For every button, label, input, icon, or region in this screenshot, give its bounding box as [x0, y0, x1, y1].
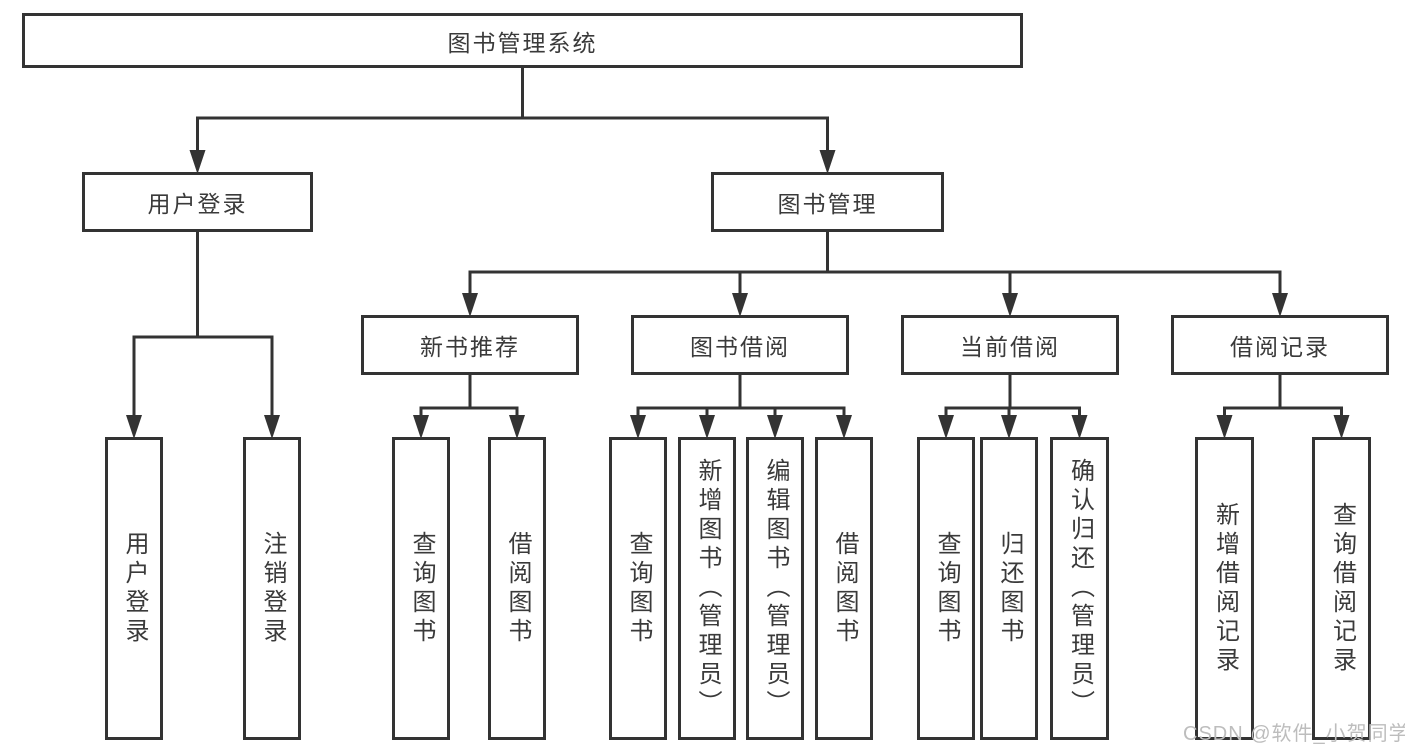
- node-label: 查询借阅记录: [1328, 501, 1356, 676]
- csdn-watermark: CSDN @软件_小贺同学: [1183, 723, 1405, 745]
- node-leaf-user-login: 用户登录: [105, 437, 163, 740]
- node-leaf-query-borrow-record: 查询借阅记录: [1312, 437, 1371, 740]
- node-label: 查询图书: [933, 530, 960, 647]
- node-label: 查询图书: [408, 530, 435, 647]
- node-leaf-query-book-2: 查询图书: [609, 437, 667, 740]
- node-leaf-return-book: 归还图书: [980, 437, 1038, 740]
- node-label: 用户登录: [121, 530, 148, 647]
- node-leaf-logout: 注销登录: [243, 437, 301, 740]
- node-leaf-borrow-book-2: 借阅图书: [815, 437, 873, 740]
- node-new-book-rec: 新书推荐: [361, 315, 579, 375]
- node-label: 查询图书: [625, 530, 652, 647]
- node-book-borrow: 图书借阅: [631, 315, 849, 375]
- node-leaf-query-book-3: 查询图书: [917, 437, 975, 740]
- node-label: 图书借阅: [690, 334, 790, 360]
- node-label: 编辑图书（管理员）: [762, 458, 789, 719]
- node-leaf-edit-book: 编辑图书（管理员）: [746, 437, 804, 740]
- node-leaf-query-book-1: 查询图书: [392, 437, 450, 740]
- node-current-borrow: 当前借阅: [901, 315, 1119, 375]
- node-label: 用户登录: [147, 191, 248, 217]
- node-leaf-borrow-book-1: 借阅图书: [488, 437, 546, 740]
- node-label: 确认归还（管理员）: [1066, 458, 1094, 719]
- node-book-mgmt: 图书管理: [711, 172, 944, 232]
- node-label: 当前借阅: [960, 334, 1060, 360]
- node-label: 借阅记录: [1230, 334, 1330, 360]
- node-root: 图书管理系统: [22, 13, 1023, 68]
- node-label: 借阅图书: [831, 530, 858, 647]
- node-label: 借阅图书: [504, 530, 531, 647]
- node-borrow-records: 借阅记录: [1171, 315, 1389, 375]
- node-label: 注销登录: [259, 530, 286, 647]
- node-label: 新增图书（管理员）: [694, 458, 721, 719]
- node-label: 新书推荐: [420, 334, 520, 360]
- node-label: 图书管理系统: [447, 29, 598, 56]
- node-label: 新增借阅记录: [1211, 501, 1239, 676]
- node-label: 图书管理: [777, 191, 878, 217]
- node-leaf-add-book: 新增图书（管理员）: [678, 437, 736, 740]
- node-leaf-add-borrow-record: 新增借阅记录: [1195, 437, 1254, 740]
- node-leaf-confirm-return: 确认归还（管理员）: [1050, 437, 1109, 740]
- node-label: 归还图书: [996, 530, 1023, 647]
- node-user-login: 用户登录: [82, 172, 313, 232]
